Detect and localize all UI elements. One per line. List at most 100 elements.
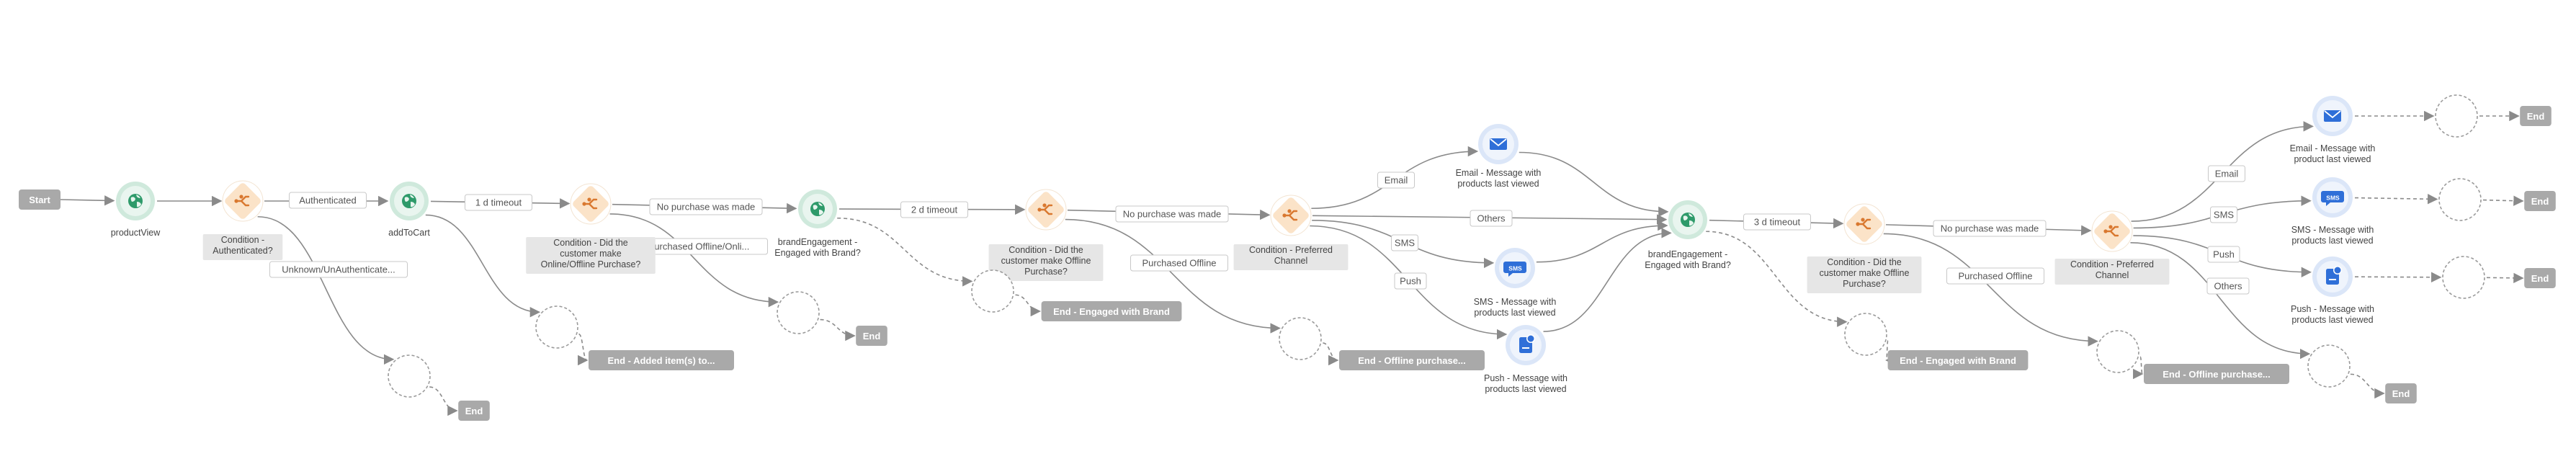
node-label: addToCart <box>388 228 430 238</box>
placeholder-node-ph3[interactable] <box>777 291 820 334</box>
edge-label: 1 d timeout <box>465 194 532 211</box>
edge-label-text: 3 d timeout <box>1754 217 1801 228</box>
edge-label-text: SMS <box>1395 238 1416 249</box>
pill-node-end4[interactable]: End - Engaged with Brand <box>1041 301 1182 321</box>
edge-label: Purchased Offline <box>1946 267 2044 285</box>
pill-node-end10[interactable]: End <box>2524 268 2556 288</box>
pill-text: End - Offline purchase... <box>1358 355 1466 366</box>
pill-node-end11[interactable]: End <box>2385 383 2417 403</box>
pill-node-end3[interactable]: End <box>856 326 887 346</box>
edge-label: Push <box>2207 246 2240 263</box>
edge-label-text: Unknown/UnAuthenticate... <box>282 264 395 275</box>
edge-label-text: Others <box>2214 281 2242 292</box>
edge-connector <box>425 214 541 318</box>
node-label-line: Email - Message with <box>2290 143 2376 153</box>
split-icon <box>1856 218 1871 230</box>
placeholder-node-ph7[interactable] <box>2096 330 2139 373</box>
edge-label-text: Push <box>1400 276 1421 287</box>
edge-label-text: Purchased Offline/Onli... <box>648 241 750 252</box>
edge-label: Others <box>2206 277 2250 295</box>
placeholder-node-ph9[interactable] <box>2438 178 2482 221</box>
edge-connector <box>2132 356 2144 379</box>
placeholder-node-ph2[interactable] <box>535 305 578 349</box>
push-icon <box>2326 266 2342 285</box>
placeholder-node-ph11[interactable] <box>2307 344 2351 388</box>
pill-node-end9[interactable]: End <box>2524 191 2556 211</box>
edge-label: Unknown/UnAuthenticate... <box>269 261 408 278</box>
pill-text: End <box>2531 273 2549 284</box>
pill-node-end1[interactable]: End <box>458 401 490 421</box>
sms-icon: SMS <box>2321 191 2344 206</box>
split-icon <box>1037 203 1053 215</box>
pill-node-start[interactable]: Start <box>19 189 61 210</box>
edge-label: Authenticated <box>289 192 367 209</box>
web-node-be2[interactable]: brandEngagement -Engaged with Brand? <box>1645 200 1731 270</box>
node-label: productView <box>111 228 161 238</box>
pill-node-end5[interactable]: End - Offline purchase... <box>1339 350 1485 370</box>
placeholder-node-ph10[interactable] <box>2442 256 2485 299</box>
node-label-line: Purchase? <box>1843 279 1886 289</box>
edge-label: SMS <box>2210 206 2237 223</box>
placeholder-node-ph6[interactable] <box>1844 313 1887 356</box>
pill-node-end7[interactable]: End - Offline purchase... <box>2144 364 2289 384</box>
pill-text: Start <box>29 195 50 205</box>
node-label-line: Condition - Preferred <box>1249 245 1333 255</box>
node-label-line: SMS - Message with <box>1474 297 1557 307</box>
placeholder-node-unk[interactable] <box>388 354 431 398</box>
placeholder-node-ph4[interactable] <box>971 269 1014 313</box>
edge-connector <box>1015 294 1042 317</box>
sms-icon: SMS <box>1503 262 1526 277</box>
pill-node-end2[interactable]: End - Added item(s) to... <box>589 350 734 370</box>
web-node-be1[interactable]: brandEngagement -Engaged with Brand? <box>774 189 861 258</box>
edge-connector <box>429 386 458 416</box>
edge-label: 3 d timeout <box>1743 213 1811 231</box>
pill-node-end6[interactable]: End - Engaged with Brand <box>1887 350 2029 370</box>
node-label-line: Authenticated? <box>213 246 272 256</box>
pill-text: End <box>465 406 483 416</box>
edge-label: 2 d timeout <box>900 201 968 218</box>
edge-label-text: SMS <box>2214 210 2235 220</box>
placeholder-node-ph8[interactable] <box>2435 94 2478 138</box>
node-label-line: brandEngagement - <box>778 237 858 247</box>
condition-node-cond1[interactable]: Condition -Authenticated? <box>202 180 283 260</box>
node-label-line: products last viewed <box>2291 315 2373 325</box>
node-label-line: Email - Message with <box>1456 168 1542 178</box>
edge-connector <box>2482 195 2524 206</box>
node-label-line: Online/Offline Purchase? <box>541 259 641 269</box>
node-label-line: productView <box>111 228 161 238</box>
edge-connector <box>2350 373 2385 399</box>
edge-connector <box>1519 151 1669 218</box>
pill-text: End - Added item(s) to... <box>607 355 715 366</box>
node-label-line: Push - Message with <box>2291 304 2374 314</box>
edge-connector <box>257 215 395 365</box>
push-icon <box>1519 334 1535 353</box>
node-label-line: addToCart <box>388 228 430 238</box>
web-node-addToCart[interactable]: addToCart <box>388 182 430 238</box>
node-label-line: Condition - <box>221 235 264 245</box>
placeholder-node-ph5[interactable] <box>1279 317 1322 360</box>
node-label-line: customer make Offline <box>1820 268 1910 278</box>
pill-node-end8[interactable]: End <box>2520 106 2552 126</box>
web-node-productView[interactable]: productView <box>111 182 161 238</box>
node-label: Condition -Authenticated? <box>202 234 283 260</box>
node-label-line: customer make Offline <box>1001 256 1091 266</box>
